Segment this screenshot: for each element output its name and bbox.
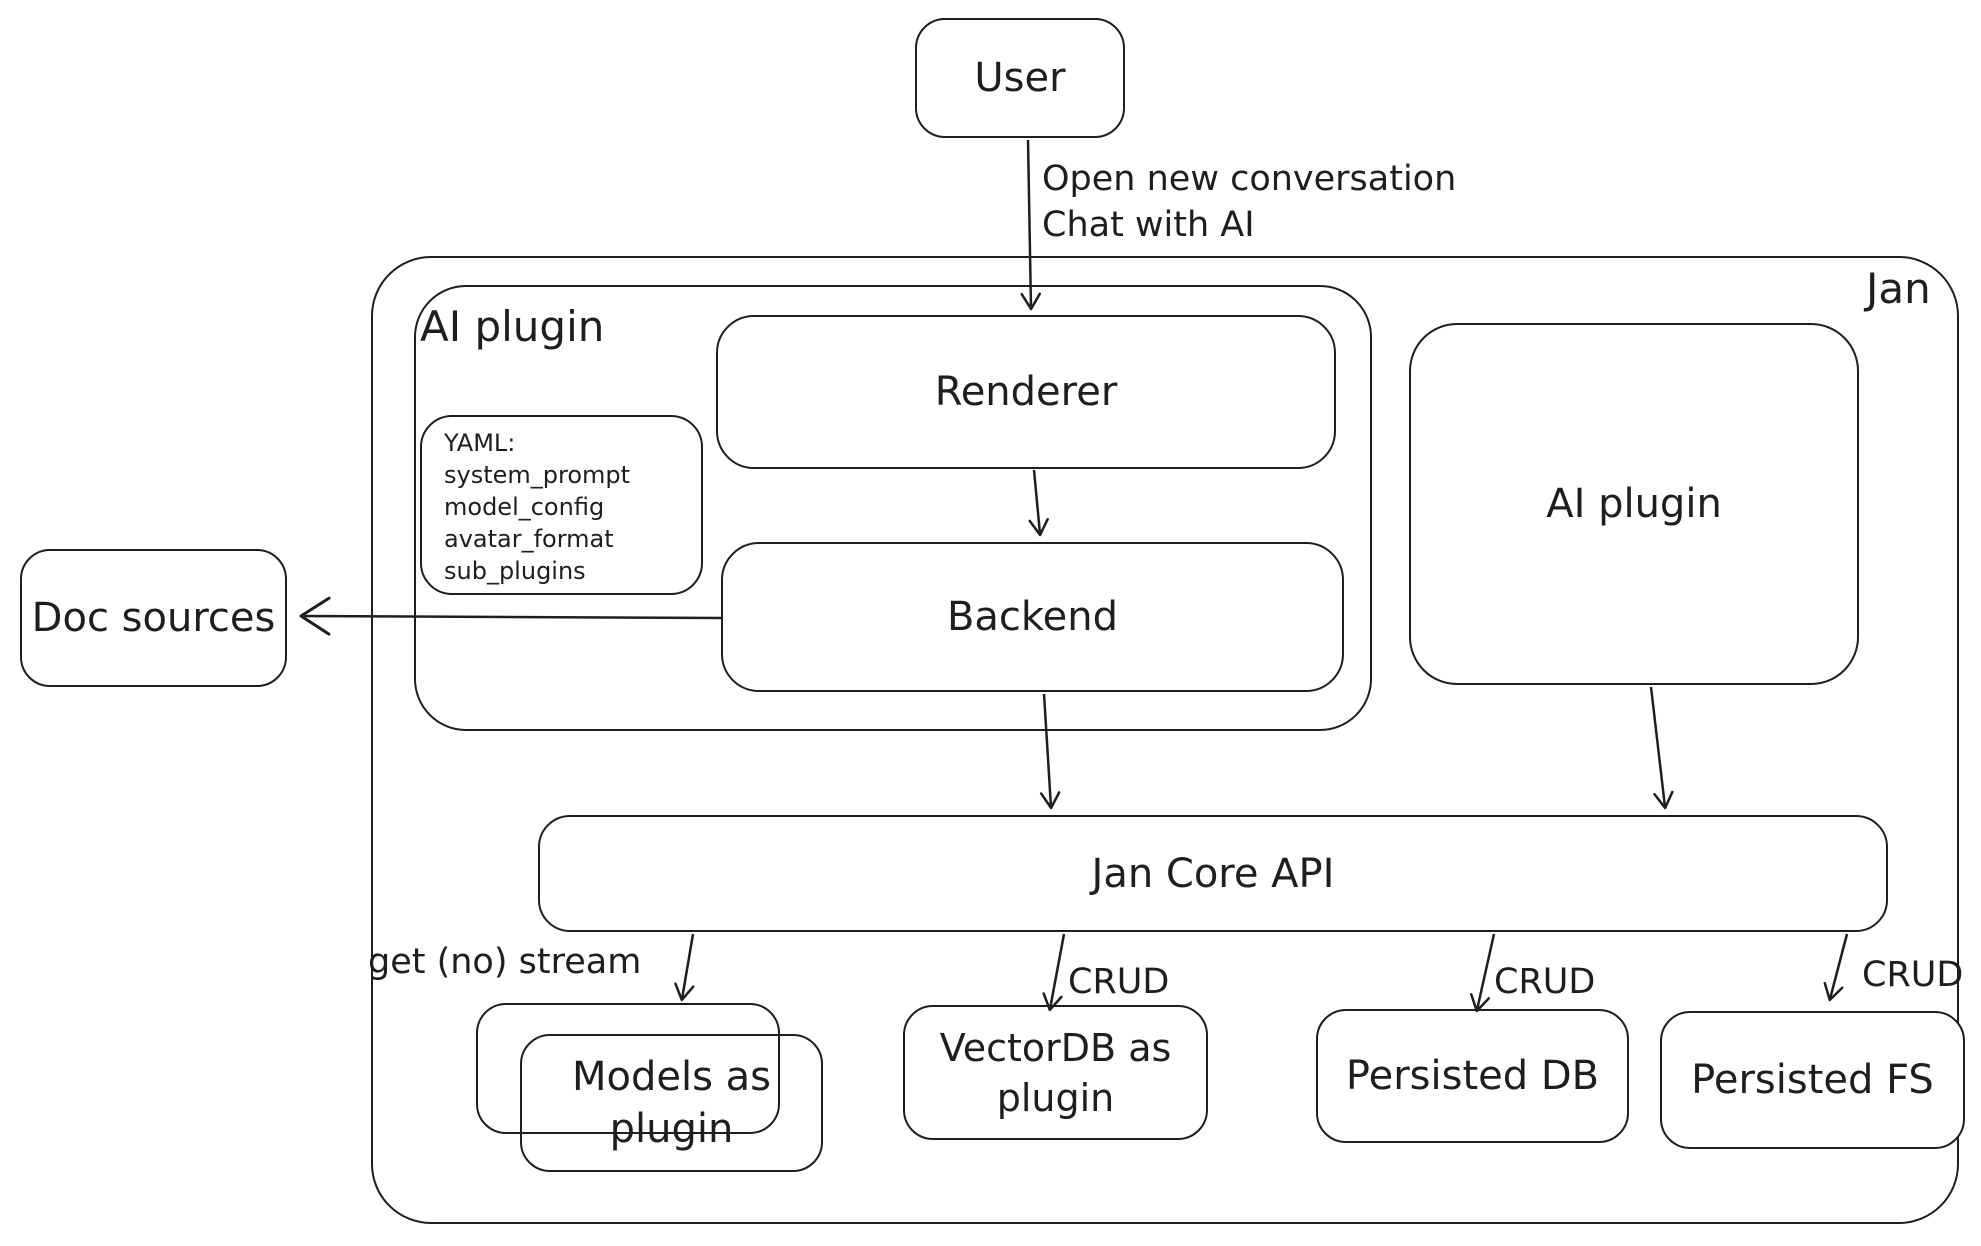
node-persisted-fs-label: Persisted FS [1691, 1057, 1934, 1103]
node-persisted-db: Persisted DB [1316, 1009, 1629, 1143]
edge-label-line: Open new conversation [1042, 159, 1457, 199]
node-ai-plugin: AI plugin [1409, 323, 1859, 685]
ai-plugin-group-label: AI plugin [420, 302, 605, 351]
yaml-line: model_config [444, 493, 605, 521]
node-models-as-plugin: Models as plugin [520, 1034, 823, 1172]
node-renderer: Renderer [716, 315, 1336, 469]
node-persisted-fs: Persisted FS [1660, 1011, 1965, 1149]
node-persisted-db-label: Persisted DB [1345, 1053, 1600, 1099]
ai-plugin-group-container [414, 285, 1372, 731]
jan-container-label: Jan [1866, 264, 1931, 313]
edge-label-crud-vectordb: CRUD [1068, 962, 1170, 1002]
jan-container [371, 256, 1959, 1224]
node-renderer-label: Renderer [934, 369, 1118, 415]
edge-label-get-no-stream: get (no) stream [368, 942, 642, 982]
node-vectordb-as-plugin: VectorDB as plugin [903, 1005, 1208, 1140]
node-user-label: User [974, 55, 1066, 101]
node-jan-core-api-label: Jan Core API [1091, 850, 1335, 897]
edge-label-crud-persisted-fs: CRUD [1862, 955, 1964, 995]
node-jan-core-api: Jan Core API [538, 815, 1888, 932]
edge-label-crud-persisted-db: CRUD [1494, 962, 1596, 1002]
yaml-line: sub_plugins [444, 557, 586, 585]
node-doc-sources: Doc sources [20, 549, 287, 687]
node-doc-sources-label: Doc sources [31, 595, 276, 641]
edge-label-line: Chat with AI [1042, 205, 1255, 245]
yaml-note-text: YAML: system_prompt model_config avatar_… [444, 427, 630, 587]
node-vectordb-label-line1: VectorDB as [939, 1025, 1172, 1070]
yaml-line: avatar_format [444, 525, 614, 553]
node-models-as-plugin-label-line2: plugin [609, 1106, 734, 1152]
node-backend: Backend [721, 542, 1344, 692]
yaml-line: YAML: [444, 429, 516, 457]
node-vectordb-label-line2: plugin [996, 1075, 1115, 1120]
node-models-as-plugin-back [476, 1003, 780, 1134]
node-ai-plugin-label: AI plugin [1546, 481, 1722, 527]
node-models-as-plugin-label-line1: Models as [571, 1054, 771, 1100]
node-yaml-note: YAML: system_prompt model_config avatar_… [420, 415, 703, 595]
edge-label-user-to-renderer: Open new conversation Chat with AI [1042, 156, 1456, 248]
node-backend-label: Backend [946, 594, 1119, 640]
yaml-line: system_prompt [444, 461, 631, 489]
node-user: User [915, 18, 1125, 138]
